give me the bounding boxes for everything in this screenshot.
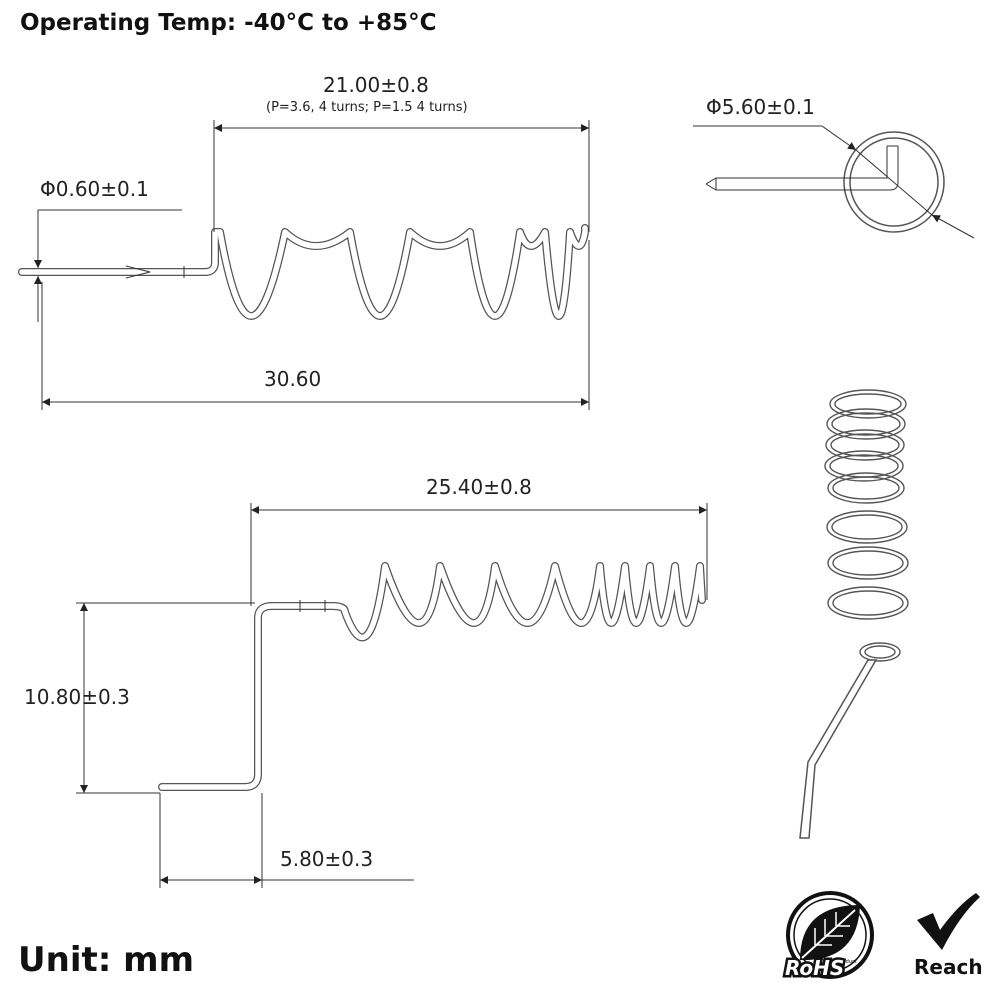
wire-diameter-dimension: Φ0.60±0.1 (40, 177, 149, 201)
foot-length-dimension: 5.80±0.3 (280, 847, 373, 871)
rohs-small-label: Green Product (821, 959, 857, 965)
reach-badge: Reach (914, 893, 983, 979)
end-view: Φ5.60±0.1 (693, 95, 975, 239)
coil-length-dimension: 21.00±0.8 (323, 73, 429, 97)
coil-diameter-dimension: Φ5.60±0.1 (706, 95, 815, 119)
side-view-straight: 21.00±0.8 (P=3.6, 4 turns; P=1.5 4 turns… (18, 73, 590, 410)
operating-temp-heading: Operating Temp: -40°C to +85°C (20, 10, 437, 36)
unit-label: Unit: mm (18, 940, 195, 980)
checkmark-icon (917, 893, 980, 950)
total-length-dimension: 30.60 (264, 367, 321, 391)
bent-height-dimension: 10.80±0.3 (24, 685, 130, 709)
pitch-note: (P=3.6, 4 turns; P=1.5 4 turns) (266, 100, 468, 115)
rohs-leaf-icon (786, 891, 874, 979)
side-view-bent: 25.40±0.8 10.80±0.3 5.80±0.3 (24, 475, 708, 888)
rohs-label: RoHS (785, 956, 844, 980)
rohs-badge: Green Product RoHS (783, 891, 874, 983)
reach-label: Reach (914, 955, 983, 979)
isometric-view (799, 389, 909, 839)
bent-coil-length-dimension: 25.40±0.8 (426, 475, 532, 499)
